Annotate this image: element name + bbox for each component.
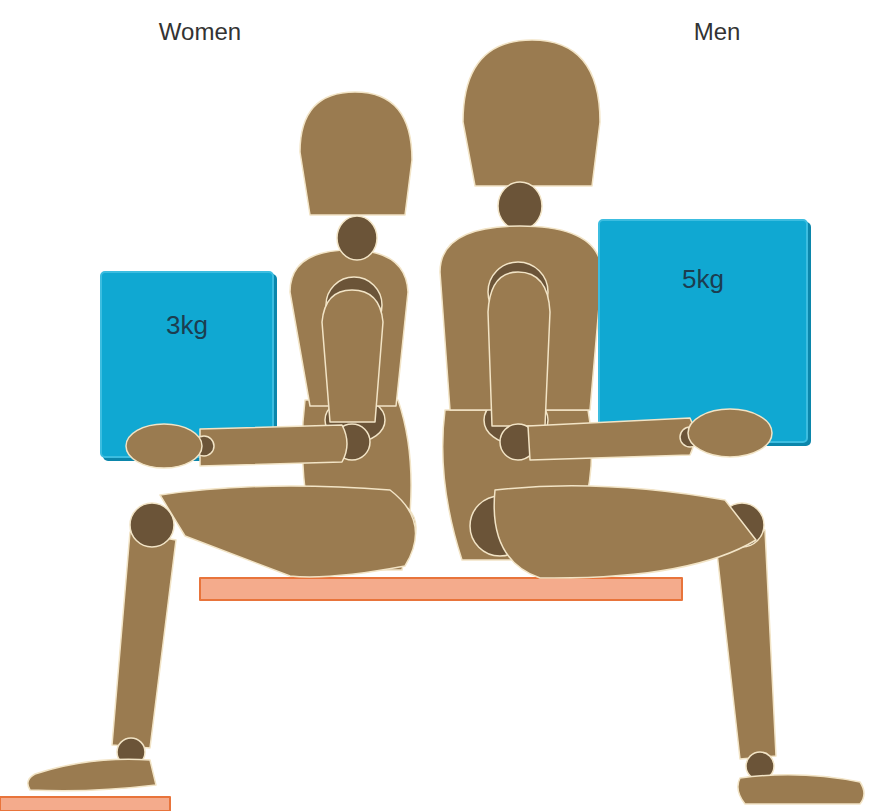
- lower-leg: [112, 532, 176, 748]
- upper-arm: [488, 272, 550, 426]
- neck-joint: [498, 182, 542, 230]
- hand: [688, 409, 772, 457]
- head: [463, 40, 600, 186]
- thigh: [494, 486, 756, 578]
- group-label: Men: [694, 18, 741, 46]
- lower-leg: [715, 530, 776, 759]
- wrist-joint: [194, 436, 214, 456]
- foot: [28, 759, 156, 791]
- weight-label: 5kg: [600, 265, 806, 295]
- weight-label: 3kg: [102, 311, 272, 341]
- head: [300, 92, 412, 215]
- wrist-joint: [680, 427, 700, 447]
- neck-joint: [337, 216, 377, 260]
- knee-joint: [130, 503, 174, 547]
- forearm: [200, 425, 347, 466]
- elbow-joint: [500, 424, 536, 460]
- forearm: [528, 418, 695, 460]
- bench: [200, 578, 682, 600]
- floor-pad: [0, 797, 170, 811]
- weight-box: 3kg: [100, 271, 274, 458]
- thigh: [160, 486, 416, 577]
- upper-arm: [322, 290, 383, 422]
- foot: [738, 775, 864, 804]
- group-label: Women: [159, 18, 241, 46]
- weight-box: 5kg: [598, 219, 808, 443]
- elbow-joint: [334, 424, 370, 460]
- hand: [126, 424, 202, 468]
